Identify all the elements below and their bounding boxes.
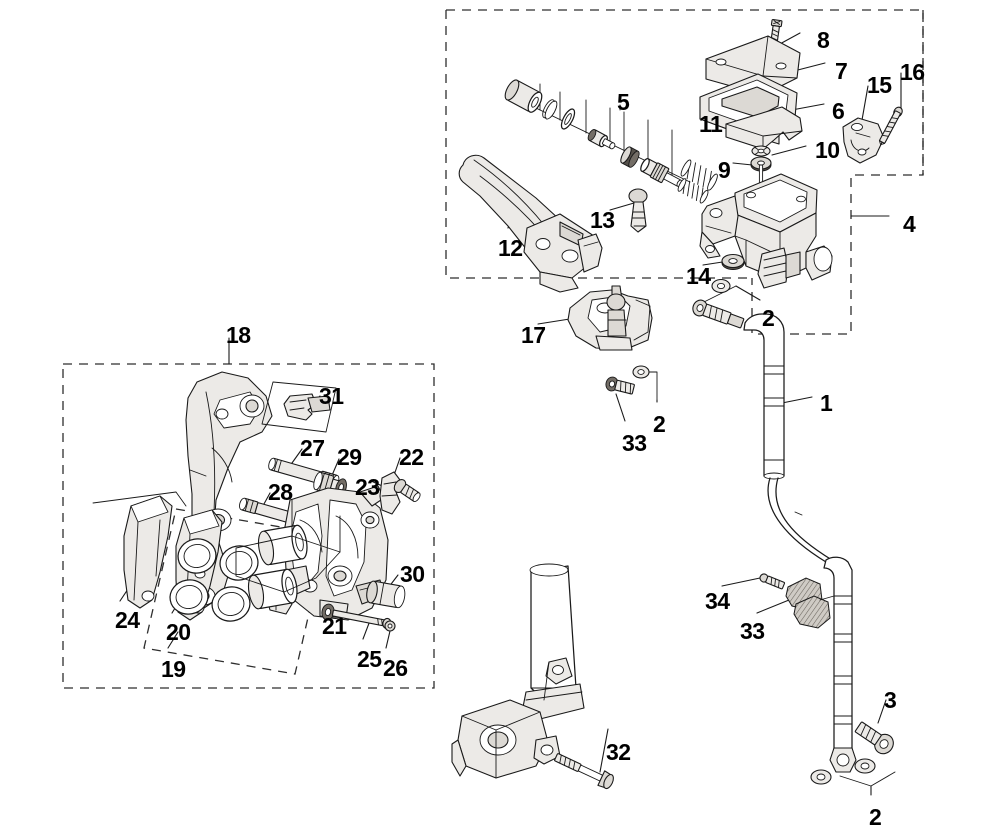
callout-14: 14 bbox=[686, 263, 711, 289]
callout-30: 30 bbox=[400, 561, 425, 587]
callout-2b: 2 bbox=[653, 411, 666, 437]
callout-10: 10 bbox=[815, 137, 840, 163]
callout-34: 34 bbox=[705, 588, 730, 614]
part-pad-pin-clip-26 bbox=[384, 620, 396, 632]
part-caliper-bush-30 bbox=[366, 580, 406, 609]
part-banjo-bolt-3 bbox=[854, 721, 894, 755]
callout-6: 6 bbox=[832, 98, 845, 124]
callout-26: 26 bbox=[383, 655, 408, 681]
callout-33b: 33 bbox=[740, 618, 765, 644]
part-switch-screw-16 bbox=[878, 106, 903, 146]
callout-5: 5 bbox=[617, 89, 630, 115]
construction-lines bbox=[235, 499, 341, 593]
part-hose-clamp-33a bbox=[605, 376, 635, 395]
part-mount-bolt-32 bbox=[554, 753, 614, 790]
callout-29: 29 bbox=[337, 444, 362, 470]
part-brake-switch-15 bbox=[842, 117, 885, 164]
part-washer-2a bbox=[711, 278, 731, 294]
callout-17: 17 bbox=[521, 322, 546, 348]
part-clamp-screw-34 bbox=[759, 573, 786, 590]
part-bracket-shim-31 bbox=[261, 381, 337, 433]
part-hose-clamp-33b bbox=[785, 577, 835, 629]
part-handlebar-clamp-17 bbox=[567, 285, 653, 351]
part-bleed-cap-23 bbox=[379, 471, 401, 515]
callout-23: 23 bbox=[355, 474, 380, 500]
callout-2c: 2 bbox=[869, 804, 882, 830]
part-bleed-screw-22 bbox=[393, 479, 421, 503]
callout-1: 1 bbox=[820, 390, 833, 416]
callout-32: 32 bbox=[606, 739, 631, 765]
callout-13: 13 bbox=[590, 207, 615, 233]
callout-4: 4 bbox=[903, 211, 916, 237]
callout-12: 12 bbox=[498, 235, 523, 261]
callout-20: 20 bbox=[166, 619, 191, 645]
part-master-cylinder-body bbox=[699, 173, 833, 289]
part-brake-hose-1 bbox=[743, 313, 853, 757]
callout-33a: 33 bbox=[622, 430, 647, 456]
part-union-bolt-2a2 bbox=[692, 299, 745, 329]
callout-9: 9 bbox=[718, 157, 731, 183]
part-repair-kit-5 bbox=[504, 79, 718, 204]
callout-3: 3 bbox=[884, 687, 897, 713]
part-fork-leg bbox=[451, 563, 585, 779]
callout-22: 22 bbox=[399, 444, 424, 470]
part-washer-2b bbox=[632, 365, 650, 379]
callout-21: 21 bbox=[322, 613, 347, 639]
part-reservoir-cap-7 bbox=[705, 35, 801, 96]
part-diaphragm-11 bbox=[725, 106, 803, 150]
callout-27: 27 bbox=[300, 435, 325, 461]
callout-2a: 2 bbox=[762, 305, 775, 331]
group-box-lever-kit bbox=[445, 9, 924, 279]
callout-18: 18 bbox=[226, 322, 251, 348]
callout-15: 15 bbox=[867, 72, 892, 98]
part-brake-lever-12 bbox=[458, 154, 603, 293]
part-washer-10 bbox=[751, 145, 771, 157]
group-box-caliper bbox=[62, 363, 435, 689]
callout-28: 28 bbox=[268, 479, 293, 505]
callout-25: 25 bbox=[357, 646, 382, 672]
part-locknut-14 bbox=[721, 253, 745, 270]
part-hose-end-fitting bbox=[810, 747, 876, 785]
group-box-seal-kit bbox=[143, 508, 328, 675]
callout-11: 11 bbox=[699, 111, 723, 137]
callout-8: 8 bbox=[817, 27, 830, 53]
callout-31: 31 bbox=[319, 383, 344, 409]
callout-19: 19 bbox=[161, 656, 186, 682]
part-lever-pivot-bolt-13 bbox=[628, 188, 648, 233]
callout-16: 16 bbox=[900, 59, 925, 85]
callout-7: 7 bbox=[835, 58, 848, 84]
callout-24: 24 bbox=[115, 607, 140, 633]
